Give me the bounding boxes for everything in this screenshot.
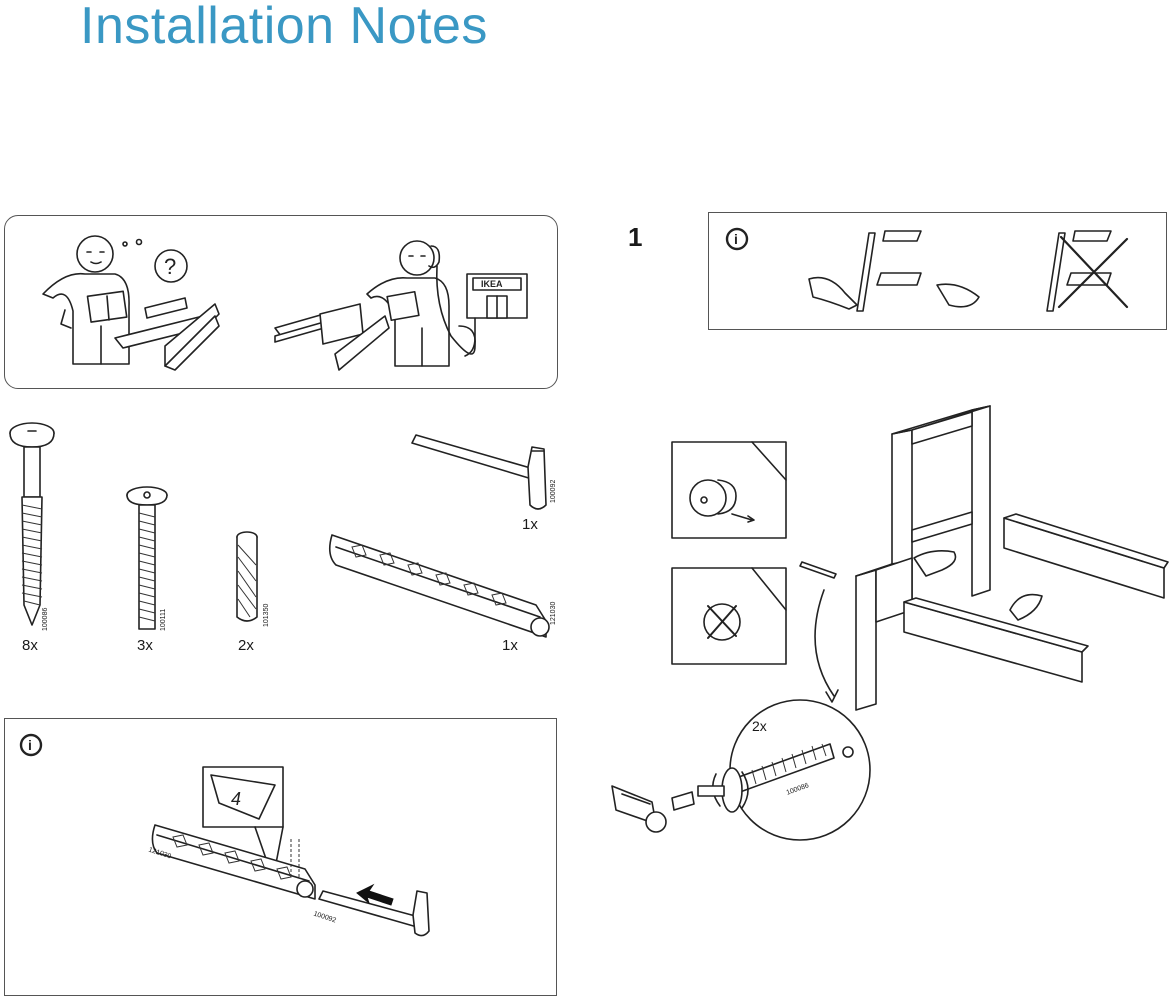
page-title: Installation Notes — [80, 0, 488, 55]
bolt-multiplier: 2x — [752, 718, 767, 734]
slotted-rail-part — [328, 534, 550, 638]
short-bolt-qty: 3x — [137, 637, 153, 654]
allen-key-qty: 1x — [522, 516, 538, 533]
incorrect-detail-box — [671, 567, 787, 665]
assembled-shelf-parts — [274, 303, 390, 371]
slotted-rail-code: 121030 — [550, 601, 557, 625]
store-sign: IKEA — [481, 279, 503, 289]
long-bolt-part — [9, 422, 55, 626]
parts-illustration — [9, 422, 550, 638]
step1-info-panel: i — [708, 212, 1167, 330]
step1-info-illustration: i — [725, 227, 1129, 312]
dowel-code: 101350 — [263, 603, 270, 627]
allen-key-code: 100092 — [550, 479, 557, 503]
tool-info-panel: i 4 — [4, 718, 557, 996]
step-number: 1 — [628, 222, 643, 252]
info-icon: i — [19, 733, 43, 757]
short-bolt-part — [126, 486, 168, 630]
long-bolt-code: 100086 — [42, 607, 49, 631]
dowel-qty: 2x — [238, 637, 254, 654]
confused-person-figure: ? — [42, 235, 188, 365]
long-bolt-qty: 8x — [22, 637, 38, 654]
correct-detail-box — [671, 441, 787, 539]
tool-info-illustration: i 4 — [19, 733, 430, 937]
bolt-magnifier — [671, 589, 871, 841]
allen-key-part — [411, 434, 547, 510]
svg-text:4: 4 — [231, 789, 241, 809]
loose-shelf-parts — [114, 297, 220, 371]
dowel-part — [236, 531, 258, 622]
person-calling-figure: IKEA — [366, 240, 528, 367]
help-panel: ? IKEA — [4, 215, 558, 389]
question-mark-icon: ? — [164, 254, 176, 279]
short-bolt-code: 100111 — [160, 608, 167, 631]
chair-frame — [799, 405, 1169, 711]
seat-rail-end — [611, 785, 667, 833]
info-icon: i — [725, 227, 749, 251]
step1-assembly-illustration — [611, 405, 1169, 841]
help-illustration: ? IKEA — [42, 235, 528, 371]
slotted-rail-qty: 1x — [502, 637, 518, 654]
svg-text:i: i — [734, 231, 738, 247]
svg-text:i: i — [28, 737, 32, 753]
